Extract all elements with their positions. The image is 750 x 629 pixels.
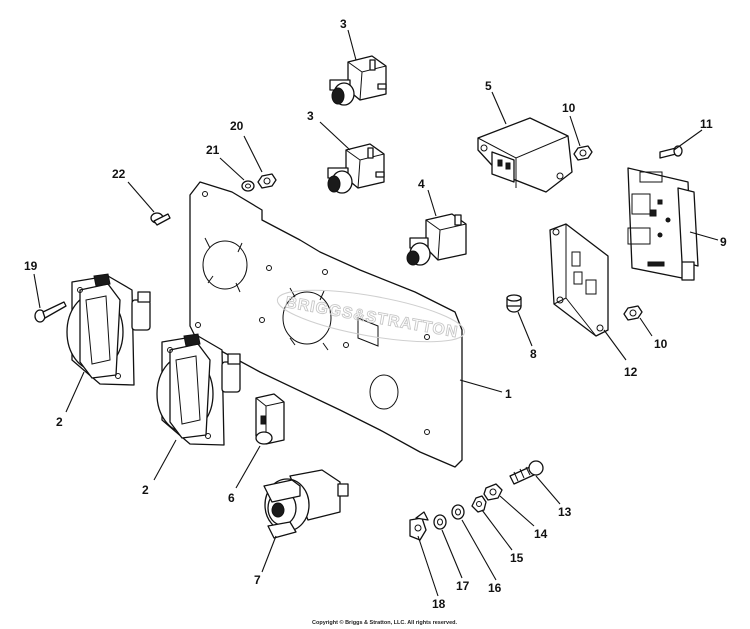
copyright-notice: Copyright © Briggs & Stratton, LLC. All …	[312, 619, 458, 626]
part-10-nut-upper	[573, 145, 593, 161]
part-8-grommet	[506, 294, 522, 313]
part-5-module	[477, 117, 573, 193]
part-4-breaker	[406, 213, 467, 266]
part-15-lock-washer	[471, 495, 487, 513]
callout-9: 9	[720, 235, 727, 249]
part-6-usb-cap	[255, 393, 285, 445]
callout-22: 22	[112, 167, 126, 181]
callout-15: 15	[510, 551, 524, 565]
leader-lines	[33, 29, 719, 597]
callout-2-lower: 2	[142, 483, 149, 497]
callout-1: 1	[505, 387, 512, 401]
callout-6: 6	[228, 491, 235, 505]
part-21-washer	[241, 180, 255, 192]
callout-8: 8	[530, 347, 537, 361]
callout-10-upper: 10	[562, 101, 576, 115]
part-20-nut	[257, 173, 277, 189]
callout-2-upper: 2	[56, 415, 63, 429]
callout-labels: 3 3 4 5 10 11 9 12 10 8 1 20 21 22 19 2 …	[24, 17, 727, 611]
callout-12: 12	[624, 365, 638, 379]
callout-19: 19	[24, 259, 38, 273]
callout-3-lower: 3	[307, 109, 314, 123]
callout-16: 16	[488, 581, 502, 595]
part-9-control-board	[627, 167, 699, 281]
part-10-nut-lower	[623, 305, 643, 321]
part-2-outlet-lower	[156, 333, 241, 446]
callout-17: 17	[456, 579, 470, 593]
callout-21: 21	[206, 143, 220, 157]
part-2-outlet-upper	[66, 273, 151, 386]
part-22-screw	[150, 212, 171, 226]
part-14-nut	[483, 483, 503, 501]
callout-7: 7	[254, 573, 261, 587]
part-1-control-panel: BRIGGS&STRATTON	[189, 181, 466, 468]
callout-18: 18	[432, 597, 446, 611]
part-19-screw	[34, 301, 67, 323]
part-16-washer	[451, 504, 465, 520]
callout-3-top: 3	[340, 17, 347, 31]
part-7-dc-socket	[263, 469, 349, 539]
part-13-bolt	[509, 460, 544, 485]
part-3-breaker-lower	[327, 143, 385, 194]
part-12-bracket	[549, 223, 609, 337]
callout-14: 14	[534, 527, 548, 541]
part-18-wing-nut	[409, 511, 429, 541]
part-11-screw	[659, 145, 683, 159]
callout-11: 11	[700, 117, 713, 131]
callout-4: 4	[418, 177, 425, 191]
part-17-washer	[433, 514, 447, 530]
callout-5: 5	[485, 79, 492, 93]
part-3-breaker-top	[329, 55, 387, 106]
callout-13: 13	[558, 505, 572, 519]
callout-10-lower: 10	[654, 337, 668, 351]
callout-20: 20	[230, 119, 244, 133]
